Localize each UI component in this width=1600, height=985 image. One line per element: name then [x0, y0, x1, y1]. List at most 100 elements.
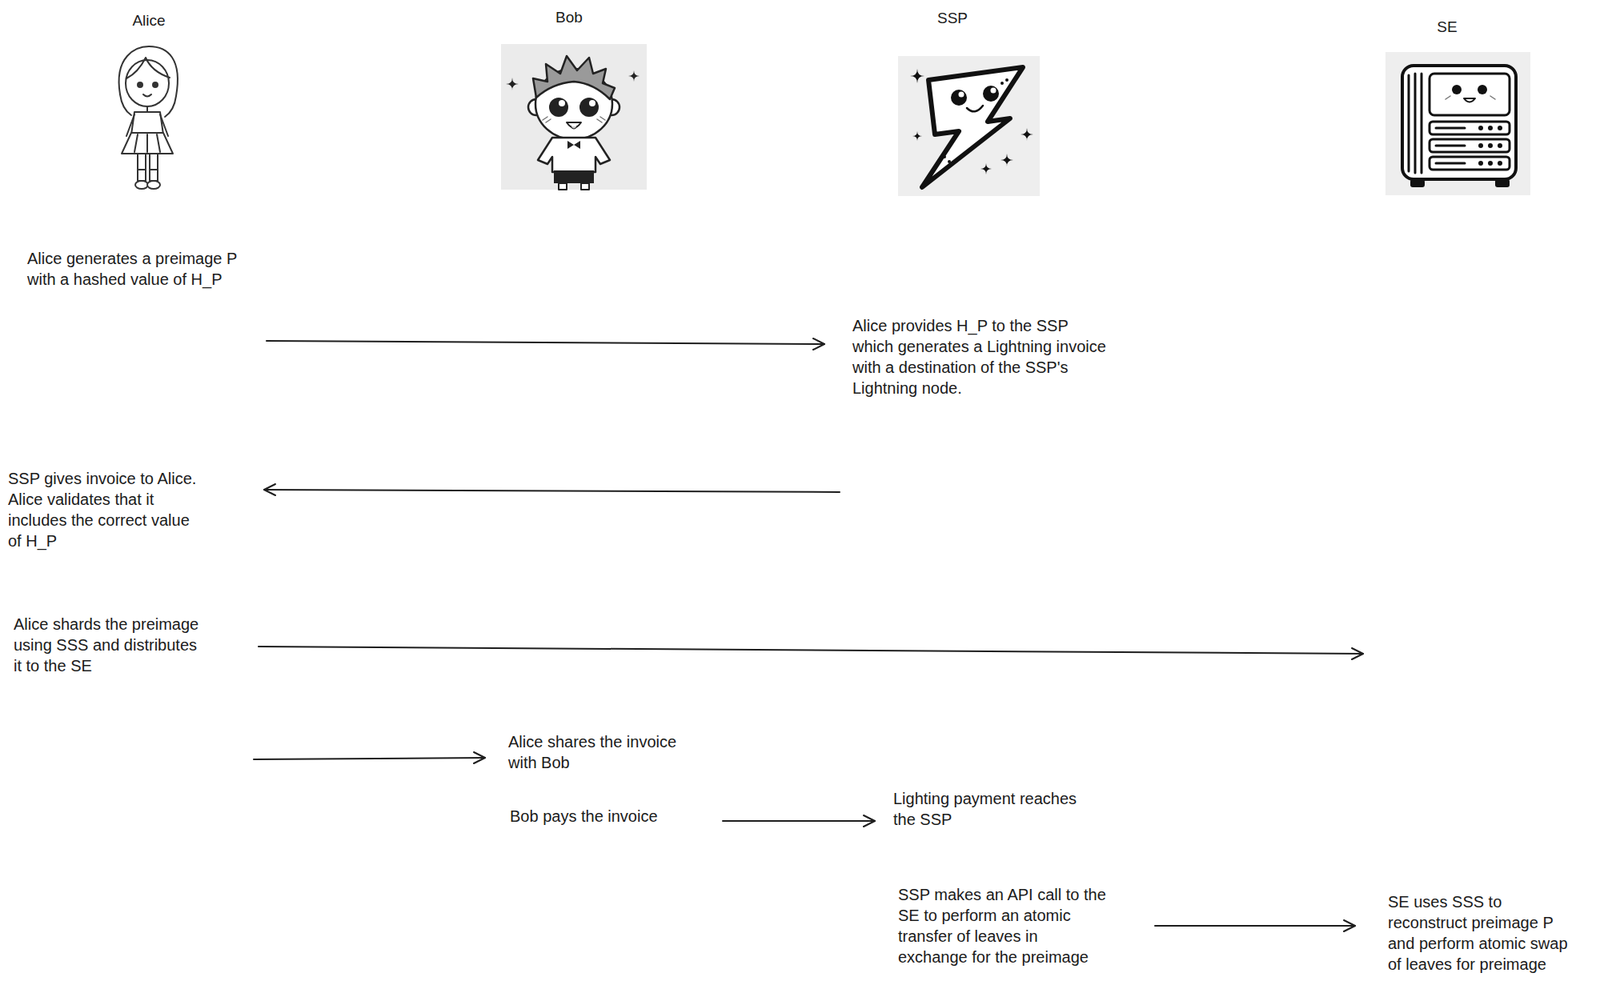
ssp-bolt-figure	[1020, 128, 1034, 141]
ssp-bolt-figure	[947, 160, 951, 164]
ssp-bolt-figure	[966, 105, 983, 112]
se-server-figure	[1497, 160, 1503, 166]
alice-figure	[146, 106, 149, 113]
actor-name: SE	[1436, 17, 1457, 37]
step-note: Alice shares the invoice with Bob	[508, 731, 697, 774]
alice-figure	[126, 114, 135, 137]
message-arrow	[264, 489, 840, 493]
alice-figure	[160, 114, 169, 137]
alice-figure	[137, 82, 143, 88]
message-arrow	[253, 338, 1364, 932]
actor-name: Bob	[555, 8, 583, 28]
actor-name: SSP	[937, 8, 968, 29]
se-server-figure	[1451, 84, 1462, 95]
ssp-bolt-figure	[910, 68, 925, 84]
message-arrow	[813, 338, 825, 350]
bob-figure	[542, 116, 606, 123]
se-server-figure	[1478, 125, 1484, 131]
se-server-figure	[1445, 96, 1496, 100]
alice-figure	[119, 46, 178, 117]
alice-figure	[147, 180, 161, 189]
alice-figure	[137, 168, 158, 171]
ssp-bolt-figure	[990, 88, 997, 94]
message-arrow	[264, 484, 276, 496]
alice-figure	[137, 153, 146, 181]
alice-figure	[149, 153, 158, 181]
se-server-figure	[1497, 143, 1503, 149]
bob-figure	[579, 97, 599, 117]
bob-figure	[558, 100, 566, 107]
message-arrow	[1154, 925, 1356, 927]
alice-figure	[119, 46, 178, 189]
ssp-bolt-figure	[1005, 78, 1009, 82]
se-server-figure	[1410, 179, 1425, 188]
se-server-figure	[1487, 125, 1493, 131]
se-server-figure	[1402, 65, 1516, 180]
ssp-bolt-figure	[980, 163, 992, 175]
se-server-figure	[1463, 98, 1476, 103]
message-arrow	[266, 340, 825, 345]
message-arrow	[1343, 920, 1356, 932]
actor-name: Alice	[132, 11, 165, 31]
bob-figure	[628, 70, 640, 82]
message-arrow	[253, 757, 486, 760]
step-note: SSP gives invoice to Alice. Alice valida…	[8, 468, 203, 552]
se-server-figure	[1385, 52, 1531, 196]
se-server-figure	[1477, 84, 1488, 95]
bob-figure	[553, 170, 594, 184]
ssp-bolt-figure	[942, 155, 947, 159]
ssp-bolt-figure	[922, 67, 1023, 188]
bob-figure	[537, 137, 610, 173]
bob-figure	[501, 44, 647, 190]
bob-figure	[589, 100, 596, 107]
step-note: SSP makes an API call to the SE to perfo…	[898, 884, 1108, 968]
alice-figure	[125, 60, 169, 107]
se-server-figure	[1478, 143, 1484, 149]
bob-figure	[558, 183, 567, 190]
alice-figure	[143, 94, 152, 97]
message-arrow	[1351, 648, 1364, 660]
bob-figure	[505, 77, 519, 91]
ssp-bolt-figure	[898, 56, 1040, 197]
alice-figure	[126, 57, 170, 79]
step-note: Alice shards the preimage using SSS and …	[13, 613, 206, 677]
message-arrow	[722, 820, 875, 823]
se-server-figure	[1429, 73, 1510, 116]
message-arrow	[258, 646, 1364, 654]
message-arrow	[473, 752, 486, 764]
se-server-figure	[1435, 128, 1465, 164]
bob-figure	[581, 183, 590, 190]
alice-figure	[131, 112, 164, 135]
step-note: SE uses SSS to reconstruct preimage P an…	[1387, 891, 1576, 975]
alice-figure	[134, 134, 161, 153]
se-server-figure	[1487, 143, 1493, 149]
step-note: Lighting payment reaches the SSP	[893, 788, 1090, 831]
ssp-bolt-figure	[898, 56, 1040, 197]
se-server-figure	[1497, 125, 1503, 131]
ssp-bolt-figure	[1000, 153, 1014, 167]
bob-figure	[501, 44, 647, 190]
se-server-figure	[1385, 52, 1531, 196]
alice-figure	[135, 180, 149, 189]
message-arrow	[863, 815, 875, 827]
ssp-bolt-figure	[912, 131, 923, 141]
se-server-figure	[1478, 160, 1484, 166]
se-server-figure	[1408, 73, 1422, 173]
ssp-bolt-figure	[982, 85, 999, 102]
ssp-bolt-figure	[958, 92, 965, 98]
bob-figure	[533, 56, 615, 100]
bob-figure	[570, 126, 578, 129]
bob-figure	[567, 140, 581, 149]
step-note: Bob pays the invoice	[509, 806, 702, 827]
alice-figure	[121, 132, 173, 154]
step-note: Alice generates a preimage P with a hash…	[27, 248, 260, 290]
step-note: Alice provides H_P to the SSP which gene…	[852, 315, 1113, 399]
ssp-bolt-figure	[1000, 81, 1004, 85]
bob-figure	[549, 97, 569, 117]
ssp-bolt-figure	[950, 89, 967, 106]
alice-figure	[152, 82, 158, 88]
se-server-figure	[1487, 160, 1493, 166]
se-server-figure	[1495, 179, 1510, 188]
